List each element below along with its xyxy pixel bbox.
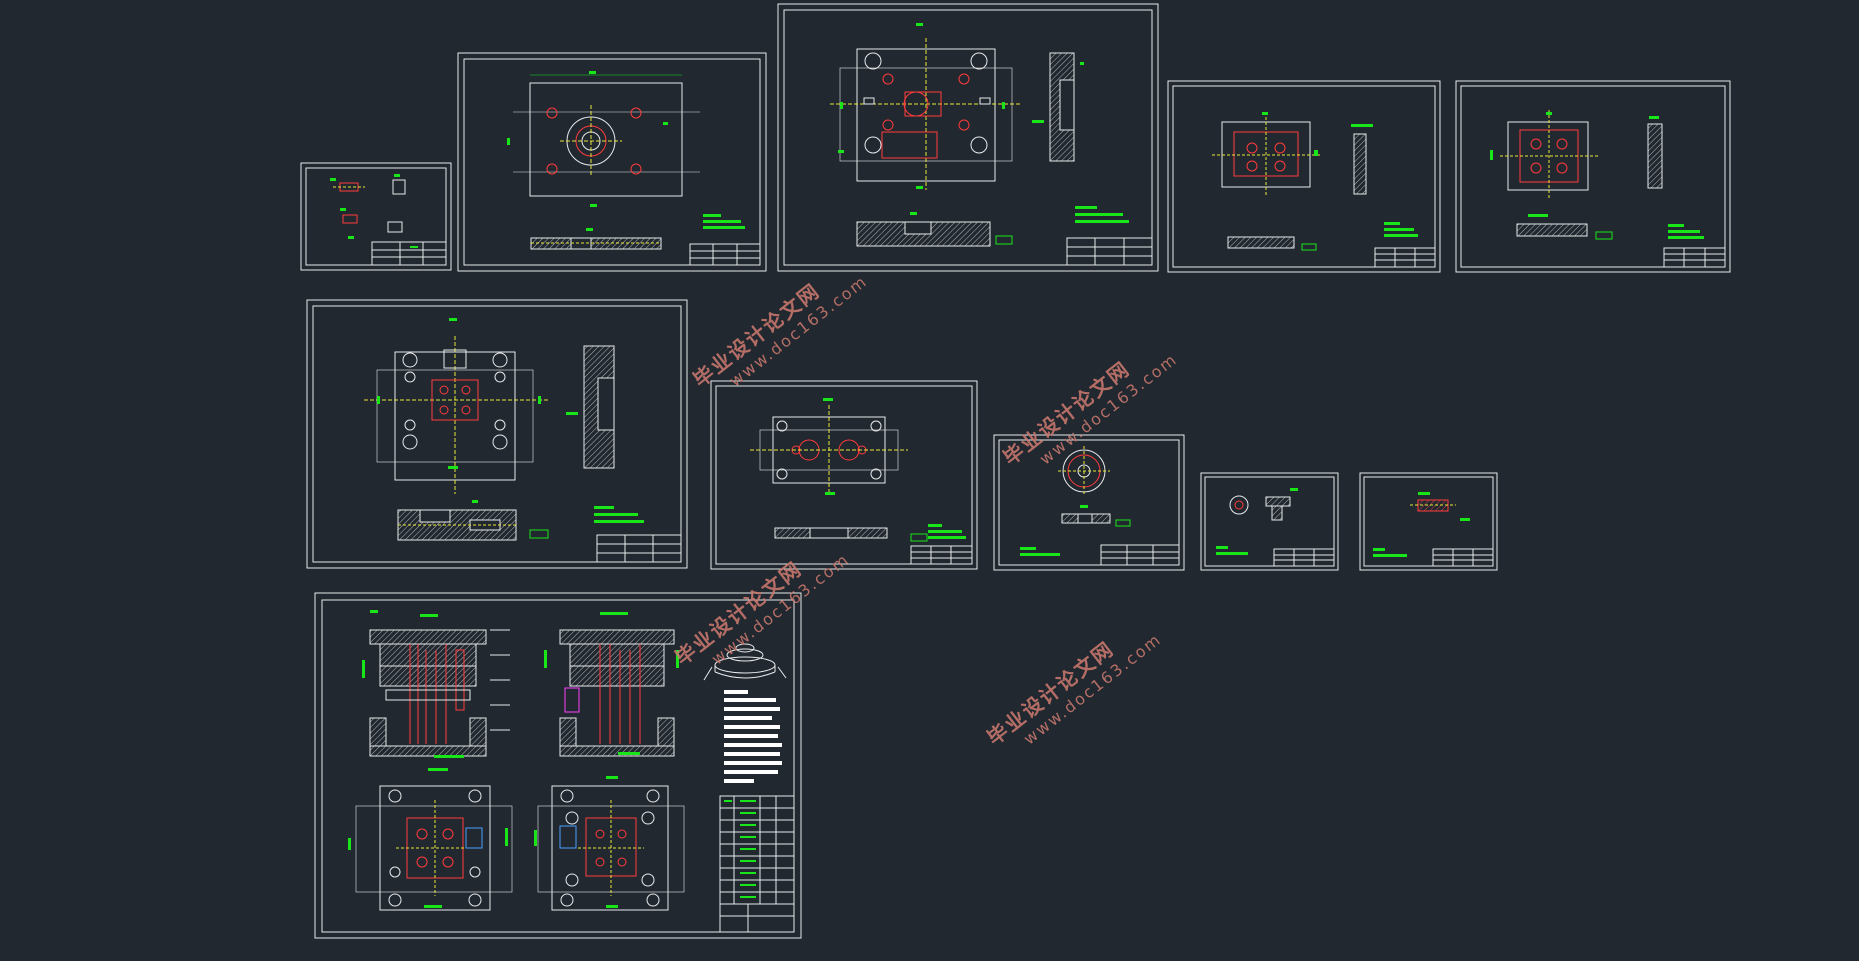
title-block bbox=[1100, 544, 1180, 566]
title-block bbox=[1432, 548, 1494, 567]
drawing-view bbox=[1229, 488, 1298, 521]
sheet-border-inner bbox=[1172, 85, 1436, 268]
notes bbox=[1216, 546, 1248, 555]
sheet-border-inner bbox=[1363, 476, 1494, 567]
title-block bbox=[689, 243, 761, 266]
side-section bbox=[1647, 116, 1663, 189]
sheet-border-outer bbox=[457, 52, 767, 272]
plan-view bbox=[364, 318, 548, 494]
notes bbox=[1020, 547, 1060, 556]
sheet-border-inner bbox=[312, 305, 682, 563]
title-block bbox=[1663, 247, 1726, 268]
sheet-border-inner bbox=[1204, 476, 1335, 567]
sheet-insert-b[interactable] bbox=[1455, 80, 1731, 273]
front-section-right bbox=[544, 612, 679, 757]
sheet-border-inner bbox=[715, 385, 973, 565]
sheet-border-inner bbox=[463, 58, 761, 266]
drawing-view bbox=[330, 174, 406, 239]
sheet-border-outer bbox=[993, 434, 1185, 571]
sheet-border-inner bbox=[998, 439, 1180, 566]
sheet-border-outer bbox=[314, 592, 802, 939]
sheet-core-plate[interactable] bbox=[306, 299, 688, 569]
section-view bbox=[1061, 505, 1131, 527]
parts-list bbox=[719, 795, 795, 933]
sheet-small-parts[interactable] bbox=[300, 162, 452, 271]
plan-view bbox=[1490, 110, 1600, 200]
sheet-border-outer bbox=[1167, 80, 1441, 273]
notes bbox=[1373, 548, 1407, 557]
notes bbox=[1668, 224, 1704, 239]
section-view bbox=[774, 527, 928, 542]
sheet-fixed-plate[interactable] bbox=[457, 52, 767, 272]
title-block bbox=[1273, 548, 1335, 567]
sheet-assembly[interactable] bbox=[314, 592, 802, 939]
sheet-border-outer bbox=[300, 162, 452, 271]
sheet-border-inner bbox=[783, 9, 1153, 266]
drawing-view bbox=[1410, 492, 1470, 521]
plan-view-left bbox=[348, 768, 513, 911]
title-block bbox=[596, 534, 682, 563]
notes bbox=[1075, 206, 1129, 223]
product-isometric bbox=[703, 643, 787, 681]
front-section-left bbox=[362, 610, 510, 758]
plan-view bbox=[750, 398, 908, 495]
sheet-border-outer bbox=[1359, 472, 1498, 571]
notes bbox=[928, 524, 966, 539]
section-view bbox=[530, 228, 662, 250]
sheet-border-outer bbox=[777, 3, 1159, 272]
technical-requirements bbox=[724, 690, 782, 783]
sheet-insert-a[interactable] bbox=[1167, 80, 1441, 273]
side-section bbox=[566, 345, 615, 469]
side-section bbox=[1351, 124, 1373, 195]
plan-view-right bbox=[534, 776, 685, 911]
sheet-border-outer bbox=[1455, 80, 1731, 273]
bottom-section bbox=[1516, 214, 1613, 240]
sheet-pin[interactable] bbox=[1359, 472, 1498, 571]
title-block bbox=[1374, 247, 1436, 268]
plan-view bbox=[830, 23, 1022, 190]
bottom-section bbox=[856, 212, 1013, 247]
sheet-sprue-bushing[interactable] bbox=[1200, 472, 1339, 571]
title-block bbox=[1066, 237, 1153, 266]
plan-view bbox=[507, 71, 700, 207]
sheet-border-outer bbox=[1200, 472, 1339, 571]
title-block bbox=[371, 241, 447, 266]
plan-view bbox=[1058, 446, 1110, 496]
plan-view bbox=[1212, 112, 1320, 196]
sheet-border-inner bbox=[1460, 85, 1726, 268]
side-section bbox=[1032, 52, 1084, 162]
bottom-section bbox=[397, 500, 549, 541]
notes bbox=[1384, 222, 1418, 237]
sheet-support-plate[interactable] bbox=[710, 380, 978, 570]
sheet-border-inner bbox=[321, 599, 795, 933]
sheet-cavity-plate[interactable] bbox=[777, 3, 1159, 272]
sheet-border-outer bbox=[710, 380, 978, 570]
sheet-border-outer bbox=[306, 299, 688, 569]
bottom-section bbox=[1227, 236, 1317, 251]
notes bbox=[703, 214, 745, 229]
notes bbox=[594, 506, 644, 523]
title-block bbox=[910, 545, 973, 565]
sheet-locating-ring[interactable] bbox=[993, 434, 1185, 571]
